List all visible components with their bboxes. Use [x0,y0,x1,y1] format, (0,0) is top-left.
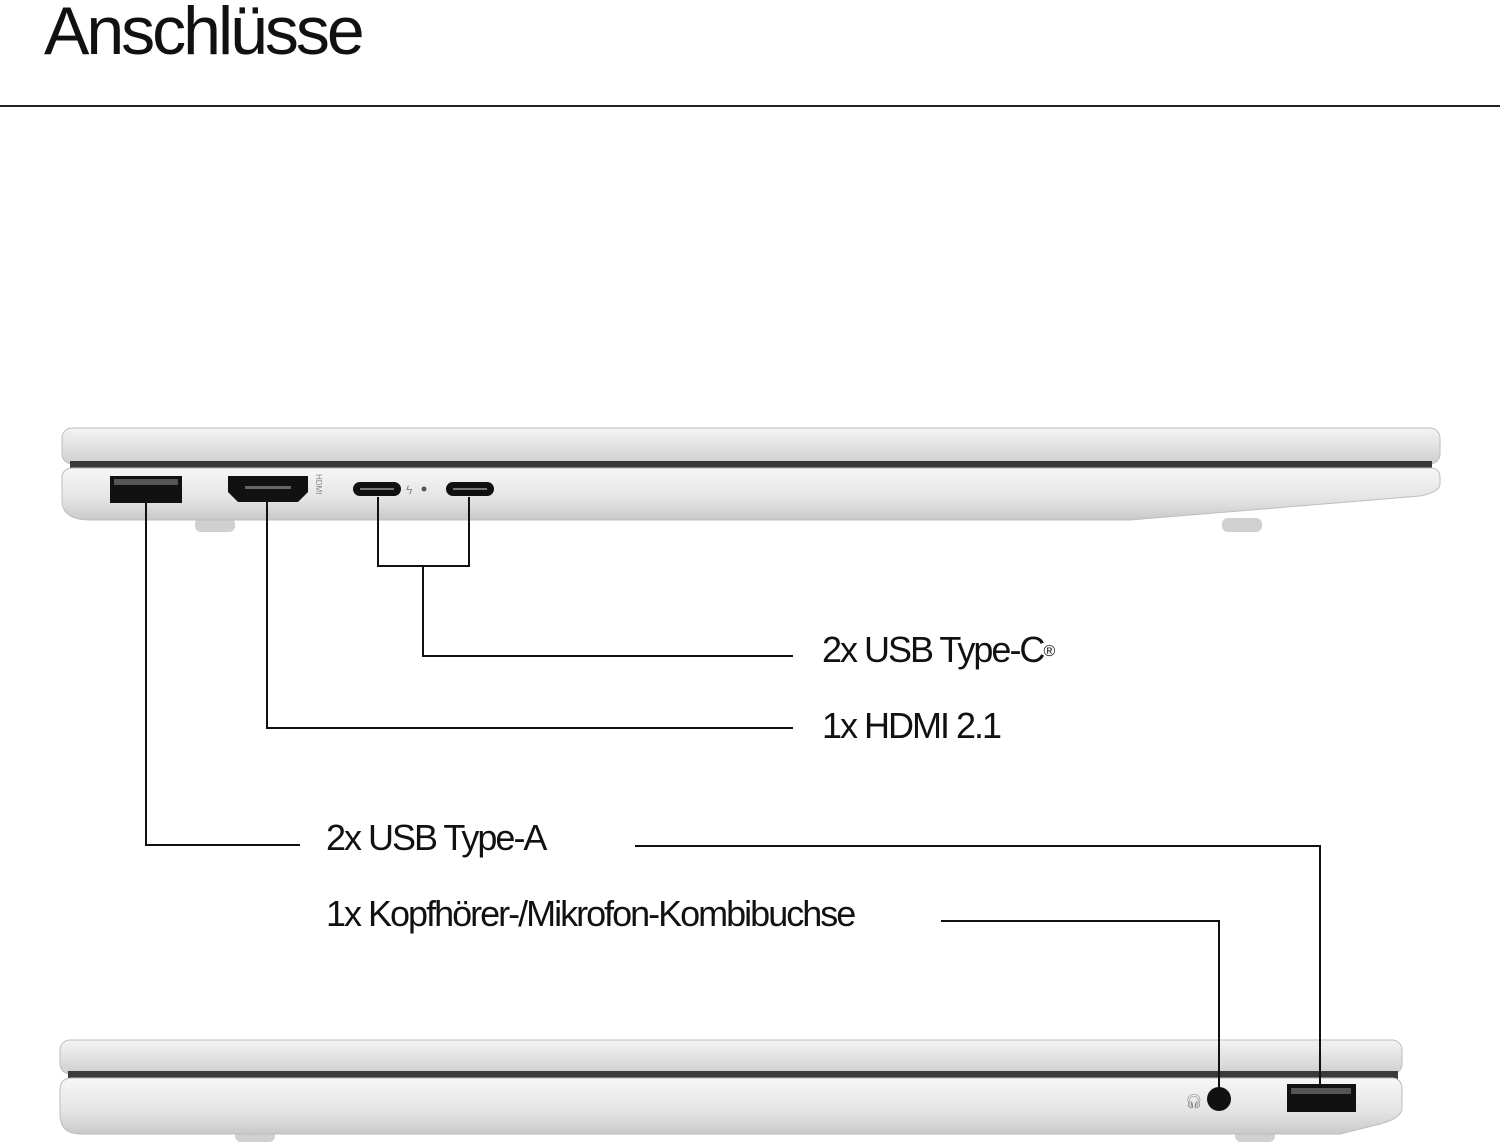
laptop-left-side: HDMI ϟ [61,427,1441,532]
usb-c-callout [377,497,793,657]
hinge-gap [68,1071,1398,1079]
base [59,1077,1403,1135]
audio-callout [941,920,1220,1088]
header-divider [0,105,1500,107]
page-title: Anschlüsse [44,0,365,69]
foot [1222,518,1262,532]
usb-c-label: 2x USB Type-C® [822,629,1056,670]
base [61,467,1441,521]
audio-jack [1207,1087,1231,1111]
hdmi-callout [266,500,793,729]
hinge-gap [70,461,1432,469]
laptop-right-side: 🎧︎ [59,1039,1403,1142]
lid [61,427,1441,465]
headphone-icon: 🎧︎ [1185,1093,1203,1109]
thunderbolt-icon: ϟ [406,483,413,497]
callout-lines [145,497,1321,1088]
usb-a-callout-left [145,500,300,846]
usb-a-callout-right [635,845,1321,1084]
lid [59,1039,1403,1075]
status-led [421,486,427,492]
usb-a-label: 2x USB Type-A [326,817,547,858]
foot [195,518,235,532]
hdmi-label: 1x HDMI 2.1 [822,705,1002,746]
hdmi-marking: HDMI [314,474,323,494]
audio-jack-label: 1x Kopfhörer-/Mikrofon-Kombibuchse [326,893,856,934]
